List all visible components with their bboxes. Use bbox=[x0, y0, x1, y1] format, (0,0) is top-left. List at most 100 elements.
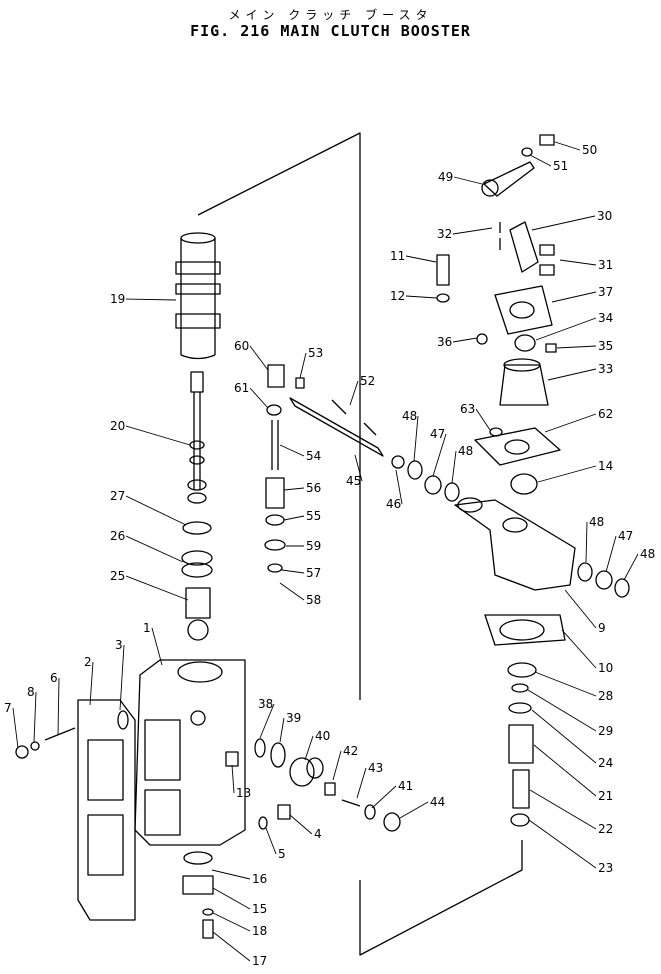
callout-35: 35 bbox=[598, 339, 613, 353]
part-33-boot bbox=[499, 358, 549, 406]
part-43-spring bbox=[341, 799, 361, 807]
leader-10 bbox=[561, 629, 597, 669]
part-7-nut bbox=[15, 745, 29, 759]
leader-30 bbox=[531, 215, 596, 231]
leader-21 bbox=[533, 744, 597, 797]
part-52-pins bbox=[331, 399, 377, 436]
part-46-bolt bbox=[391, 455, 405, 469]
part-21-spring-outer bbox=[508, 724, 534, 764]
callout-22: 22 bbox=[598, 822, 613, 836]
callout-12: 12 bbox=[390, 289, 405, 303]
leader-14 bbox=[537, 465, 597, 483]
callout-31: 31 bbox=[598, 258, 613, 272]
part-20-shaft bbox=[187, 371, 207, 504]
callout-40: 40 bbox=[315, 729, 330, 743]
leader-5 bbox=[265, 827, 277, 855]
callout-15: 15 bbox=[252, 902, 267, 916]
callout-52: 52 bbox=[360, 374, 375, 388]
leader-16 bbox=[211, 869, 251, 880]
callout-43: 43 bbox=[368, 761, 383, 775]
part-51-washer bbox=[521, 147, 533, 157]
part-1-body bbox=[134, 659, 246, 846]
part-59-washer bbox=[264, 539, 286, 551]
part-11-bolt bbox=[436, 254, 450, 286]
part-22-spring-inner bbox=[512, 769, 530, 809]
leader-27 bbox=[125, 495, 187, 526]
part-38-o-ring bbox=[254, 738, 266, 758]
leader-48 bbox=[413, 415, 419, 462]
callout-46: 46 bbox=[386, 497, 401, 511]
leader-11 bbox=[405, 255, 437, 263]
callout-18: 18 bbox=[252, 924, 267, 938]
part-50-bolt bbox=[539, 134, 555, 146]
leader-39 bbox=[279, 717, 285, 743]
callout-33: 33 bbox=[598, 362, 613, 376]
leader-58 bbox=[279, 582, 305, 601]
leader-61 bbox=[249, 387, 269, 409]
part-35-screw bbox=[545, 343, 557, 353]
part-30-bracket bbox=[509, 221, 539, 273]
part-4-bolt bbox=[277, 804, 291, 820]
callout-7: 7 bbox=[4, 701, 12, 715]
callout-26: 26 bbox=[110, 529, 125, 543]
callout-34: 34 bbox=[598, 311, 613, 325]
part-37-gasket bbox=[494, 285, 553, 335]
leader-53 bbox=[299, 352, 307, 379]
part-62-plate bbox=[474, 427, 561, 466]
leader-35 bbox=[556, 345, 597, 349]
part-27-lock-washer bbox=[182, 521, 212, 535]
part-40-plug bbox=[289, 757, 324, 787]
leader-47 bbox=[605, 535, 617, 573]
leader-7 bbox=[12, 707, 19, 749]
callout-8: 8 bbox=[27, 685, 35, 699]
callout-6: 6 bbox=[50, 671, 58, 685]
leader-26 bbox=[125, 535, 184, 563]
part-31-bolts bbox=[539, 244, 555, 276]
part-drawings bbox=[15, 132, 630, 956]
part-18-washer bbox=[202, 908, 214, 916]
leader-2 bbox=[89, 661, 94, 706]
part-56-spring bbox=[265, 477, 285, 509]
leader-38 bbox=[259, 703, 275, 739]
callout-36: 36 bbox=[437, 335, 452, 349]
part-47-bearing bbox=[424, 475, 442, 495]
callout-57: 57 bbox=[306, 566, 321, 580]
leader-25 bbox=[125, 575, 189, 601]
callout-3: 3 bbox=[115, 638, 123, 652]
callout-47: 47 bbox=[618, 529, 633, 543]
callout-53: 53 bbox=[308, 346, 323, 360]
leader-43 bbox=[356, 767, 367, 799]
callout-39: 39 bbox=[286, 711, 301, 725]
callout-49: 49 bbox=[438, 170, 453, 184]
callout-17: 17 bbox=[252, 954, 267, 968]
callout-28: 28 bbox=[598, 689, 613, 703]
leader-6 bbox=[57, 677, 60, 736]
part-55-nut bbox=[265, 514, 285, 526]
leader-28 bbox=[534, 671, 597, 697]
part-13-plug bbox=[225, 751, 239, 767]
leader-8 bbox=[33, 691, 37, 743]
callout-14: 14 bbox=[598, 459, 613, 473]
part-44-plug bbox=[383, 812, 401, 832]
part-34-clamp bbox=[514, 334, 536, 352]
callout-37: 37 bbox=[598, 285, 613, 299]
part-41-o-ring bbox=[364, 804, 376, 820]
callout-2: 2 bbox=[84, 655, 92, 669]
callout-32: 32 bbox=[437, 227, 452, 241]
leader-24 bbox=[531, 709, 597, 764]
figure-title: FIG. 216 MAIN CLUTCH BOOSTER bbox=[190, 22, 471, 40]
callout-21: 21 bbox=[598, 789, 613, 803]
leader-45 bbox=[354, 454, 363, 482]
part-48-bearing-mid bbox=[444, 482, 460, 502]
part-42-piston bbox=[324, 782, 336, 796]
callout-61: 61 bbox=[234, 381, 249, 395]
part-23-seat bbox=[510, 813, 530, 827]
callout-20: 20 bbox=[110, 419, 125, 433]
leader-47 bbox=[432, 433, 447, 477]
part-28-snap-ring bbox=[507, 662, 537, 678]
part-48-bearing-left bbox=[407, 460, 423, 480]
leader-62 bbox=[544, 413, 597, 433]
callout-30: 30 bbox=[597, 209, 612, 223]
callout-25: 25 bbox=[110, 569, 125, 583]
